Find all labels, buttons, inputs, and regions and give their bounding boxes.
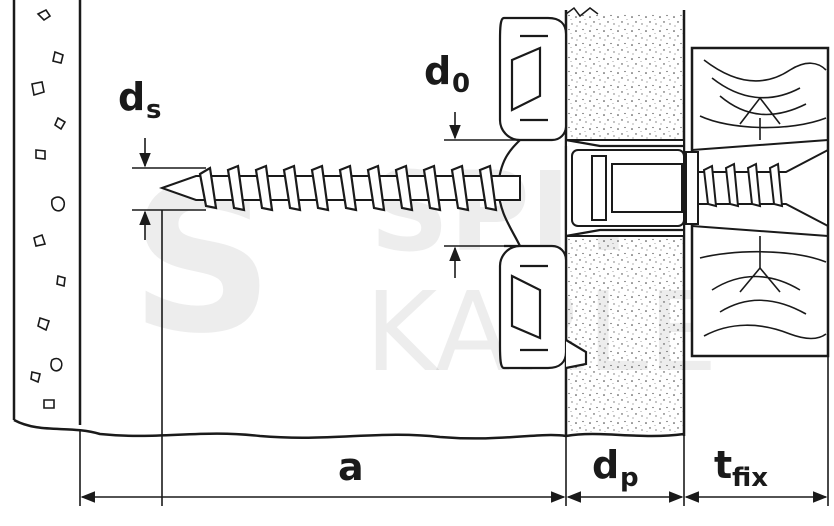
anchor-plug xyxy=(496,16,684,370)
spacer-tube xyxy=(571,149,699,227)
label-ds-sub: s xyxy=(146,95,161,125)
label-ds: d s xyxy=(118,75,161,125)
label-dp: d p xyxy=(592,443,639,493)
label-a-main: a xyxy=(338,445,364,489)
dimension-lines xyxy=(79,112,829,506)
label-dp-main: d xyxy=(592,443,619,487)
label-tfix-sub: fix xyxy=(732,463,768,493)
screw xyxy=(158,148,829,228)
base-material-concrete xyxy=(12,0,567,440)
label-d0-sub: 0 xyxy=(452,69,470,99)
label-ds-main: d xyxy=(118,75,145,119)
label-tfix-main: t xyxy=(714,443,732,487)
label-dp-sub: p xyxy=(620,463,639,493)
label-d0: d 0 xyxy=(424,49,470,99)
label-tfix: t fix xyxy=(714,443,768,493)
label-a: a xyxy=(338,445,364,489)
screw-threads xyxy=(198,164,498,212)
label-d0-main: d xyxy=(424,49,451,93)
